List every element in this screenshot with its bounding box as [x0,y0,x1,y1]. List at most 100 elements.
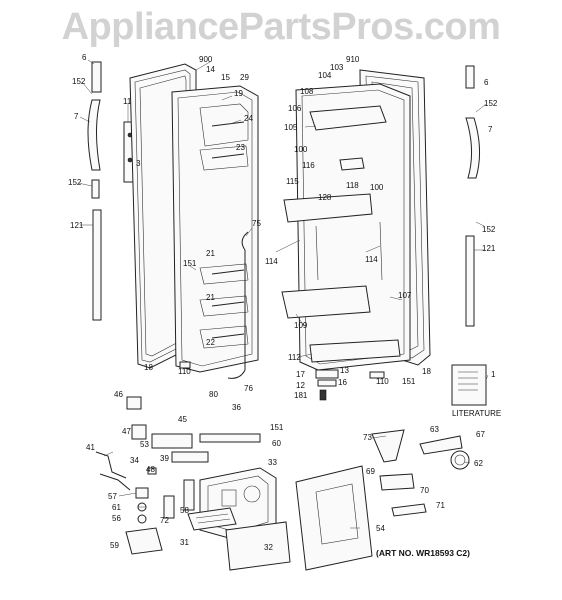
callout-13: 13 [340,366,349,375]
callout-71: 71 [436,501,445,510]
callout-151: 151 [270,423,284,432]
callout-22: 22 [206,338,215,347]
callout-152: 152 [68,178,82,187]
art-number: (ART NO. WR18593 C2) [376,548,470,558]
callout-63: 63 [430,425,439,434]
callout-910: 910 [346,55,360,64]
callout-39: 39 [160,454,169,463]
callout-36: 36 [232,403,241,412]
callout-110: 110 [178,367,191,376]
callout-62: 62 [474,459,483,468]
literature-booklet [451,364,487,406]
callout-41: 41 [86,443,95,452]
dispenser-wiring [95,451,131,491]
callout-21: 21 [206,249,215,258]
callout-59: 59 [110,541,119,550]
callout-69: 69 [366,467,375,476]
callout-34: 34 [130,456,139,465]
callout-104: 104 [318,71,332,80]
callout-54: 54 [376,524,385,533]
callout-1: 1 [491,370,496,379]
callout-112: 112 [288,353,301,362]
callout-105: 105 [284,123,298,132]
callout-109: 109 [294,321,308,330]
callout-900: 900 [199,55,213,64]
callout-75: 75 [252,219,261,228]
callout-57: 57 [108,492,117,501]
callout-53: 53 [140,440,149,449]
callout-100: 100 [294,145,308,154]
callout-61: 61 [112,503,121,512]
callout-121: 121 [482,244,496,253]
callout-6: 6 [82,53,87,62]
literature-label: LITERATURE [452,409,501,418]
callout-114: 114 [265,257,278,266]
callout-108: 108 [300,87,314,96]
callout-128: 128 [318,193,332,202]
callout-100: 100 [370,183,384,192]
callout-47: 47 [122,427,131,436]
callout-33: 33 [268,458,277,467]
callout-numbers: 6 152 7 11 3 152 121 900 14 15 29 19 24 … [68,53,498,552]
callout-29: 29 [240,73,249,82]
fresh-food-door-liner [281,83,411,371]
callout-80: 80 [209,390,218,399]
callout-115: 115 [286,177,299,186]
callout-151: 151 [402,377,416,386]
callout-60: 60 [272,439,281,448]
dispenser-small-parts [125,479,195,555]
callout-21: 21 [206,293,215,302]
callout-18: 18 [422,367,431,376]
leader-lines [77,59,489,529]
watermark: AppliancePartsPros.com [61,6,501,48]
callout-72: 72 [160,516,169,525]
callout-24: 24 [244,114,253,123]
callout-58: 58 [180,506,189,515]
freezer-door-liner [171,85,259,373]
callout-16: 16 [338,378,347,387]
callout-152: 152 [72,77,86,86]
callout-23: 23 [236,143,245,152]
callout-32: 32 [264,543,273,552]
callout-114: 114 [365,255,378,264]
callout-18: 18 [144,363,153,372]
ice-crusher-parts [371,429,470,517]
hinge-parts [179,361,385,401]
callout-67: 67 [476,430,485,439]
dispenser-switch-block [126,396,261,475]
callout-31: 31 [180,538,189,547]
dairy-door-small [339,157,365,171]
callout-48: 48 [146,465,155,474]
right-door-handle [465,65,480,327]
callout-46: 46 [114,390,123,399]
left-door-handle [87,61,102,321]
callout-11: 11 [123,97,132,106]
dispenser-front-cover [295,465,373,571]
dispenser-recess-panel [225,521,291,571]
callout-181: 181 [294,391,308,400]
callout-121: 121 [70,221,84,230]
callout-7: 7 [488,125,493,134]
callout-73: 73 [363,433,372,442]
callout-152: 152 [484,99,498,108]
callout-70: 70 [420,486,429,495]
callout-3: 3 [136,159,141,168]
callout-14: 14 [206,65,215,74]
callout-118: 118 [346,181,359,190]
callout-76: 76 [244,384,253,393]
callout-106: 106 [288,104,302,113]
callout-7: 7 [74,112,79,121]
callout-56: 56 [112,514,121,523]
dispenser-tray [187,507,237,531]
callout-151: 151 [183,259,197,268]
callout-152: 152 [482,225,496,234]
callout-6: 6 [484,78,489,87]
callout-15: 15 [221,73,230,82]
callout-107: 107 [398,291,412,300]
callout-103: 103 [330,63,344,72]
callout-116: 116 [302,161,315,170]
callout-12: 12 [296,381,305,390]
callout-19: 19 [234,89,243,98]
callout-45: 45 [178,415,187,424]
